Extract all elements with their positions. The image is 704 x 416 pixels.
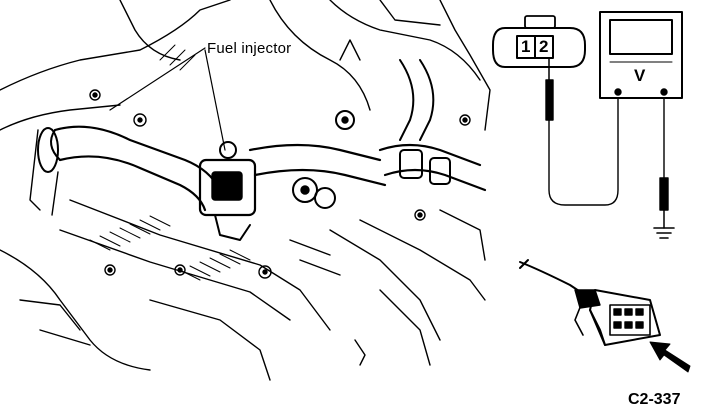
voltmeter: [599, 11, 683, 99]
engine-bay-drawing: [0, 0, 491, 381]
fuel-injector-label: Fuel injector: [207, 40, 292, 57]
connector-test-setup: [492, 11, 683, 239]
figure-code: C2-337: [628, 391, 681, 408]
voltmeter-unit-label: V: [634, 66, 646, 85]
harness-connector: [519, 259, 661, 346]
fuel-injector: [198, 141, 257, 241]
connector-pin-2-label: 2: [539, 37, 549, 56]
direction-arrow: [649, 341, 691, 373]
connector-pin-1-label: 1: [521, 37, 531, 56]
pin-2-frame: [534, 35, 554, 59]
injector-leader-lines: [109, 47, 226, 151]
connector-housing: [492, 27, 586, 68]
voltmeter-display: [609, 19, 673, 55]
ground-symbol: [653, 227, 675, 239]
